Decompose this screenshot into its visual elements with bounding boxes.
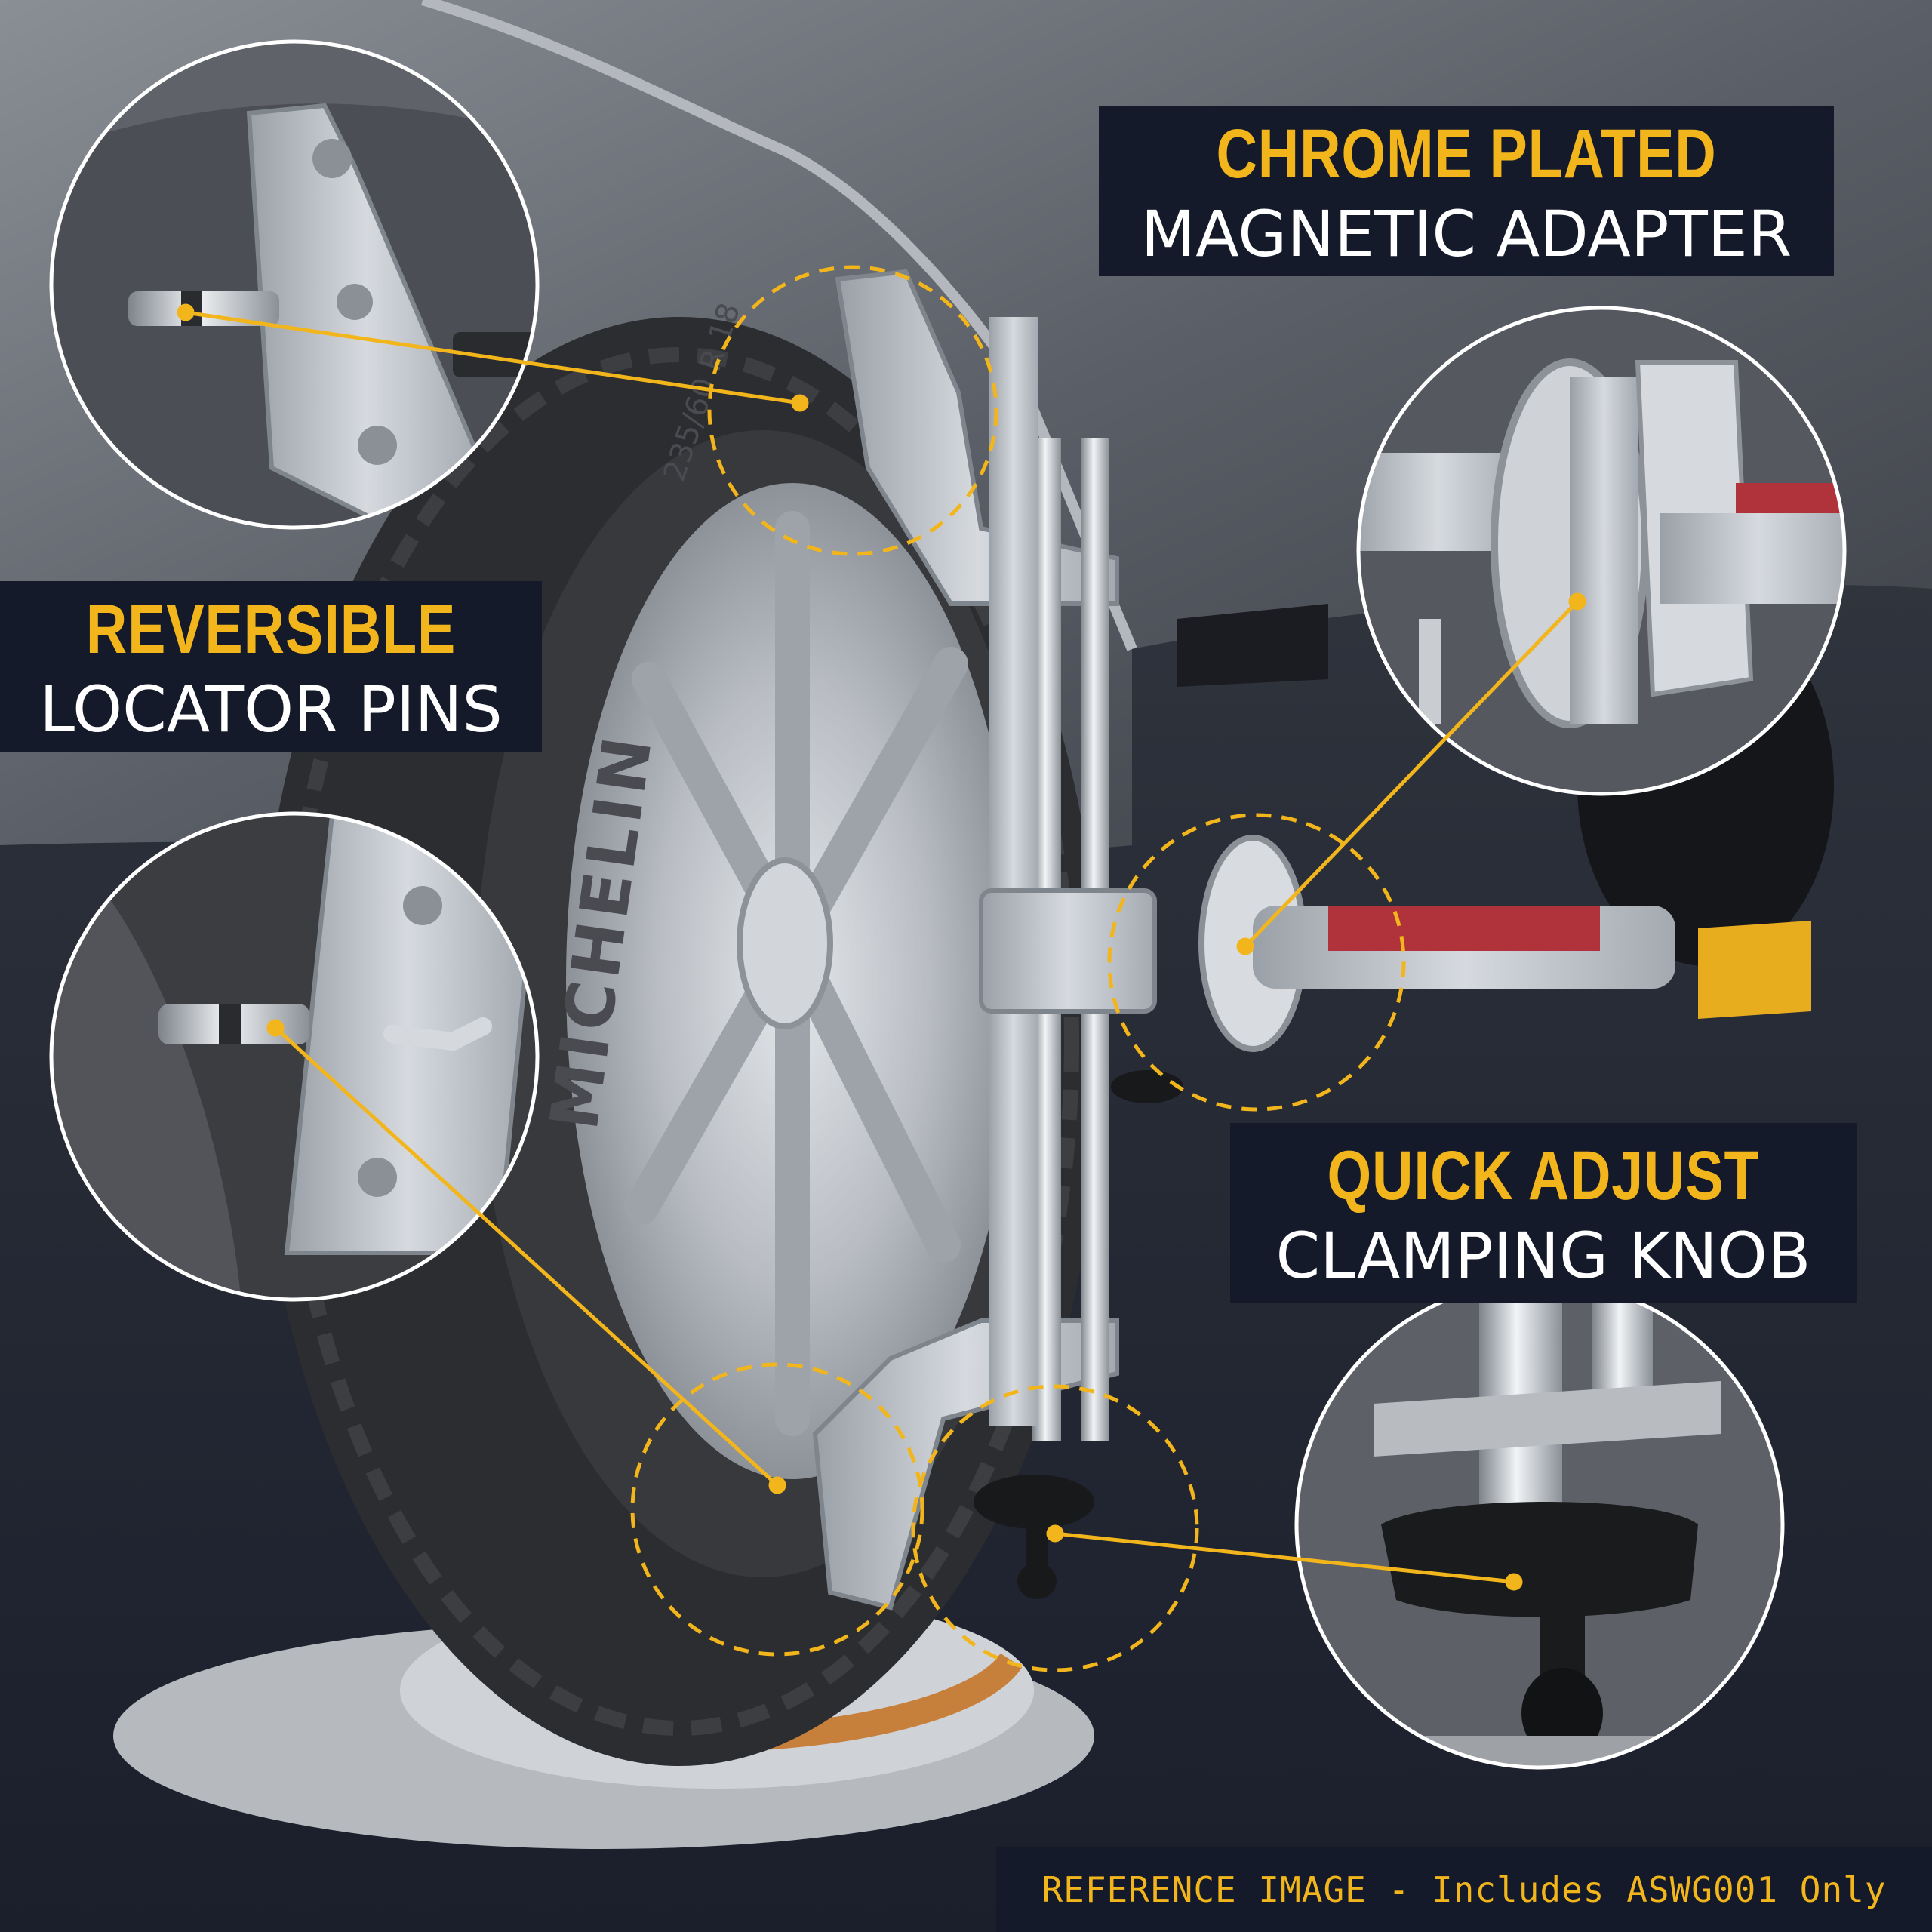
callout-quick-adjust: QUICK ADJUST CLAMPING KNOB: [1230, 1123, 1857, 1303]
callout-quick-highlight: QUICK ADJUST: [1327, 1137, 1760, 1214]
zoom-locator-pin-bottom: [51, 814, 537, 1300]
zoom-magnetic-adapter: [1358, 308, 1844, 794]
callout-chrome-plated: CHROME PLATED MAGNETIC ADAPTER: [1099, 106, 1834, 276]
callout-reversible-subtitle: LOCATOR PINS: [39, 672, 503, 746]
zoom-locator-pin-top: [51, 42, 537, 528]
callout-reversible-highlight: REVERSIBLE: [85, 591, 457, 668]
callout-quick-subtitle: CLAMPING KNOB: [1275, 1219, 1811, 1293]
callout-reversible: REVERSIBLE LOCATOR PINS: [0, 581, 542, 752]
callout-chrome-highlight: CHROME PLATED: [1216, 115, 1717, 192]
callout-chrome-subtitle: MAGNETIC ADAPTER: [1140, 197, 1792, 271]
reference-note: REFERENCE IMAGE - Includes ASWG001 Only: [996, 1847, 1932, 1932]
zoom-clamping-knob: [1297, 1281, 1783, 1767]
